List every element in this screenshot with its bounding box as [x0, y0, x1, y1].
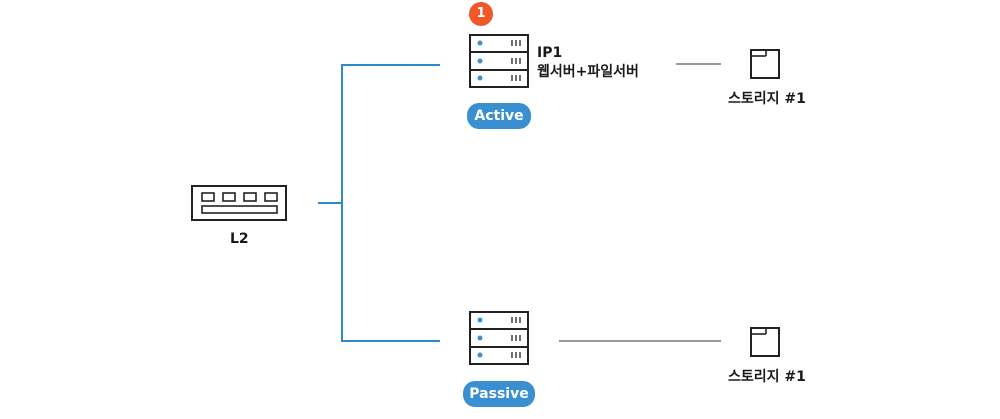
step-marker-badge: 1 — [469, 2, 493, 26]
server-vent-icon — [511, 40, 521, 81]
switch-label: L2 — [230, 231, 249, 247]
active-server-ip-label: IP1 — [537, 45, 563, 61]
server-led-icon — [477, 317, 483, 358]
server-led-icon — [477, 40, 483, 81]
network-switch-icon — [191, 185, 287, 221]
active-server-role-label: 웹서버+파일서버 — [537, 64, 639, 80]
server-vent-icon — [511, 317, 521, 358]
bus-line — [341, 64, 440, 342]
active-status-badge: Active — [467, 103, 531, 129]
passive-status-badge: Passive — [463, 381, 535, 407]
server-rack-icon — [469, 34, 529, 88]
storage-box-icon — [750, 327, 780, 357]
storage-bottom-label: 스토리지 #1 — [728, 369, 806, 385]
server-rack-icon — [469, 311, 529, 365]
storage-top-label: 스토리지 #1 — [728, 91, 806, 107]
storage-box-icon — [750, 49, 780, 79]
